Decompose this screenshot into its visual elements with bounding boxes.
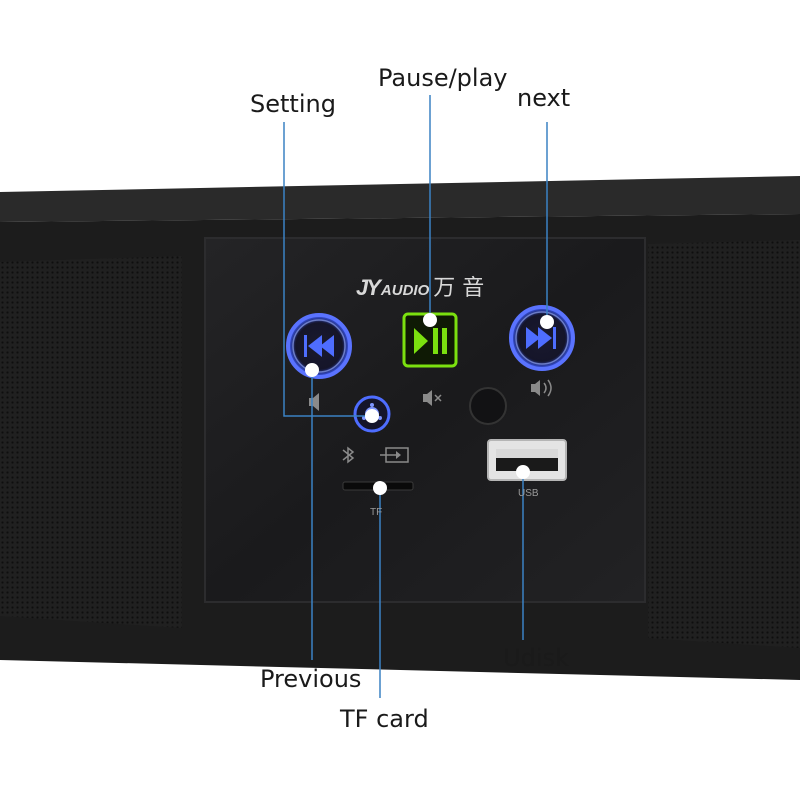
bluetooth-icon (342, 446, 355, 464)
right-speaker-grille (648, 240, 800, 648)
usb-port-label: USB (518, 488, 539, 499)
volume-down-icon (309, 393, 319, 411)
control-panel (204, 237, 646, 603)
play-pause-icon (414, 328, 447, 354)
left-speaker-grille (0, 256, 182, 628)
brand-audio-text: AUDIO (380, 282, 430, 299)
skip-back-icon (304, 335, 334, 357)
brand-chinese-text: 万 音 (433, 276, 485, 301)
callout-dots (305, 313, 554, 495)
tf-slot-label: TF (370, 507, 383, 518)
next-label: next (517, 84, 571, 112)
previous-button[interactable] (286, 313, 352, 379)
volume-up-icon (531, 379, 552, 397)
play-pause-button[interactable] (402, 312, 458, 368)
udisk-label: Udisk (503, 644, 569, 672)
setting-label: Setting (250, 90, 336, 118)
input-source-icon (380, 447, 409, 463)
ir-receiver (469, 387, 507, 425)
brand-logo-mark: JY (356, 275, 381, 300)
next-button[interactable] (509, 305, 575, 371)
mute-icon (423, 390, 442, 406)
soundbar-top (0, 176, 800, 222)
tf-card-label: TF card (340, 705, 429, 733)
usb-port[interactable] (487, 439, 567, 481)
callout-lines (283, 95, 548, 698)
previous-label: Previous (260, 665, 362, 693)
skip-forward-icon (526, 327, 556, 349)
pause-play-label: Pause/play (378, 64, 508, 92)
